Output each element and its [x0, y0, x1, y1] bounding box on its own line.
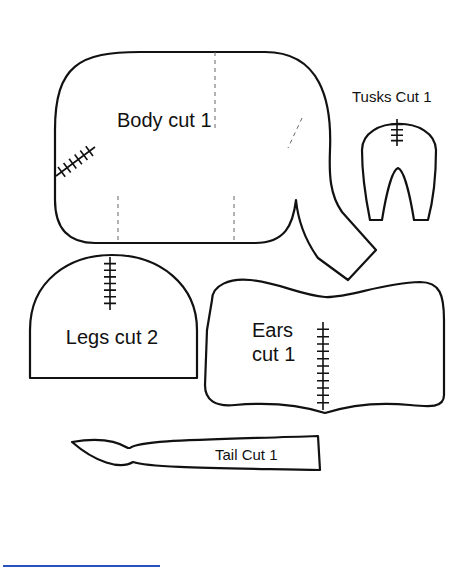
cut-line: [30, 255, 197, 378]
link-underline: [3, 565, 160, 567]
fold-line: [118, 196, 119, 242]
piece-outline: [68, 430, 324, 474]
piece-label: Tusks Cut 1: [352, 88, 431, 106]
fold-line: [288, 118, 302, 148]
pattern-piece: Tail Cut 1: [68, 430, 324, 474]
stitch-mark: [391, 119, 403, 146]
piece-label: Body cut 1: [117, 108, 212, 132]
pattern-piece: Body cut 1: [48, 46, 382, 286]
cut-line: [72, 436, 320, 470]
piece-outline: [48, 46, 382, 286]
piece-outline: [350, 84, 472, 226]
piece-outline: [28, 250, 200, 382]
pattern-piece: Legs cut 2: [28, 250, 200, 382]
piece-label: Legs cut 2: [66, 325, 158, 349]
pattern-piece: Tusks Cut 1: [350, 84, 472, 226]
cut-line: [362, 124, 436, 220]
pattern-piece: Ears cut 1: [200, 274, 448, 418]
piece-label: Ears cut 1: [252, 318, 314, 366]
fold-line: [215, 52, 216, 130]
cut-line: [55, 52, 376, 280]
cut-line: [205, 280, 444, 413]
stitch-mark: [104, 257, 116, 310]
fold-line: [234, 196, 235, 242]
piece-label: Tail Cut 1: [215, 446, 278, 464]
stitch-mark: [317, 322, 329, 410]
stitch-mark: [56, 146, 95, 176]
piece-outline: [200, 274, 448, 418]
